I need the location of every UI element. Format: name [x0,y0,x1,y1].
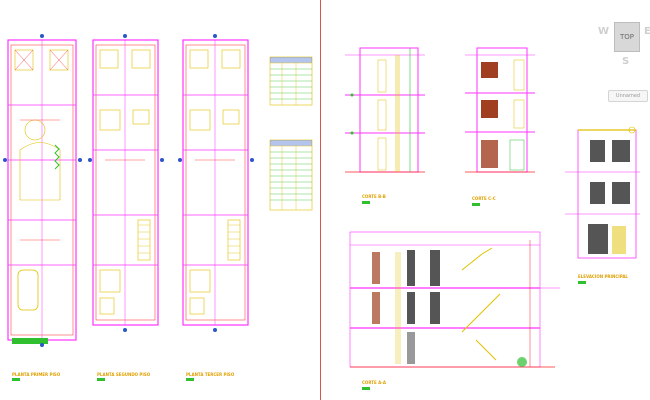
main-elevation [565,126,640,259]
scale-marker [186,378,194,381]
sheet-divider [320,0,321,400]
ucs-dropdown-button[interactable]: Unnamed [608,90,648,102]
scale-marker [578,281,586,284]
section-c-c [465,47,535,173]
scale-marker [97,378,105,381]
compass-west-label[interactable]: W [598,26,610,37]
scale-marker [12,378,20,381]
caption-plan2: PLANTA SEGUNDO PISO [97,372,151,377]
scale-marker [362,387,370,390]
caption-section-aa: CORTE A-A [362,380,386,385]
caption-section-cc: CORTE C-C [472,196,496,201]
scale-marker [472,203,480,206]
view-cube-top-face[interactable]: TOP [614,22,640,52]
scale-marker [362,201,370,204]
compass-east-label[interactable]: E [644,26,650,37]
section-b-b [345,47,425,173]
compass-south-label[interactable]: S [622,56,630,67]
caption-plan1: PLANTA PRIMER PISO [12,372,61,377]
caption-elevation: ELEVACION PRINCIPAL [578,274,628,279]
caption-section-bb: CORTE B-B [362,194,386,199]
floor-plan-2 [88,34,164,332]
caption-plan3: PLANTA TERCER PISO [186,372,235,377]
legend-table-2 [269,139,313,211]
legend-table-1 [269,56,313,106]
floor-plan-3 [178,34,254,332]
section-a-a [349,231,560,368]
floor-plan-1 [3,34,82,347]
view-cube[interactable]: W TOP E S [596,12,650,72]
